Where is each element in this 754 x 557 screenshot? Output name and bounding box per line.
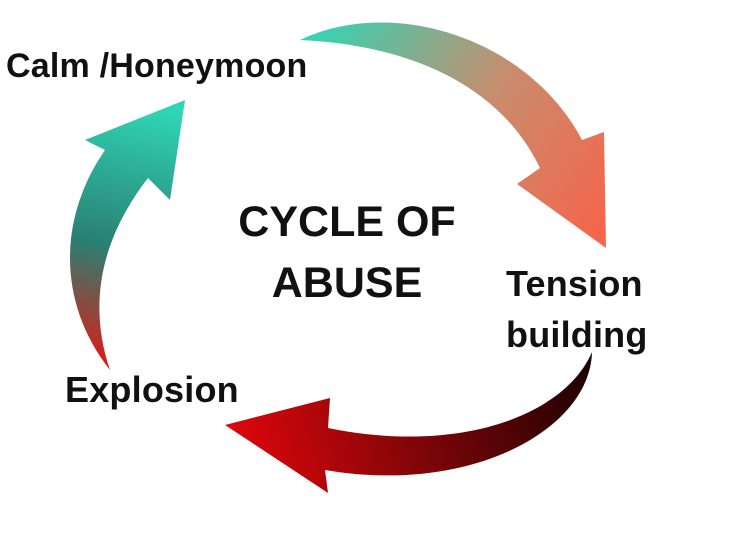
stage-label-calm-honeymoon: Calm /Honeymoon xyxy=(6,47,308,85)
stage-label-tension-line-2: building xyxy=(506,314,648,356)
arrow-calm-to-tension xyxy=(300,22,606,248)
diagram-title-line-1: CYCLE OF xyxy=(238,198,456,246)
stage-label-tension-line-1: Tension xyxy=(506,263,643,304)
arrow-tension-to-explosion xyxy=(225,352,592,493)
stage-label-tension-building: Tension building xyxy=(506,258,648,361)
diagram-title-line-2: ABUSE xyxy=(271,259,423,308)
arrow-explosion-to-calm xyxy=(70,100,185,370)
diagram-title: CYCLE OF ABUSE xyxy=(214,192,480,314)
stage-label-explosion: Explosion xyxy=(65,369,239,410)
